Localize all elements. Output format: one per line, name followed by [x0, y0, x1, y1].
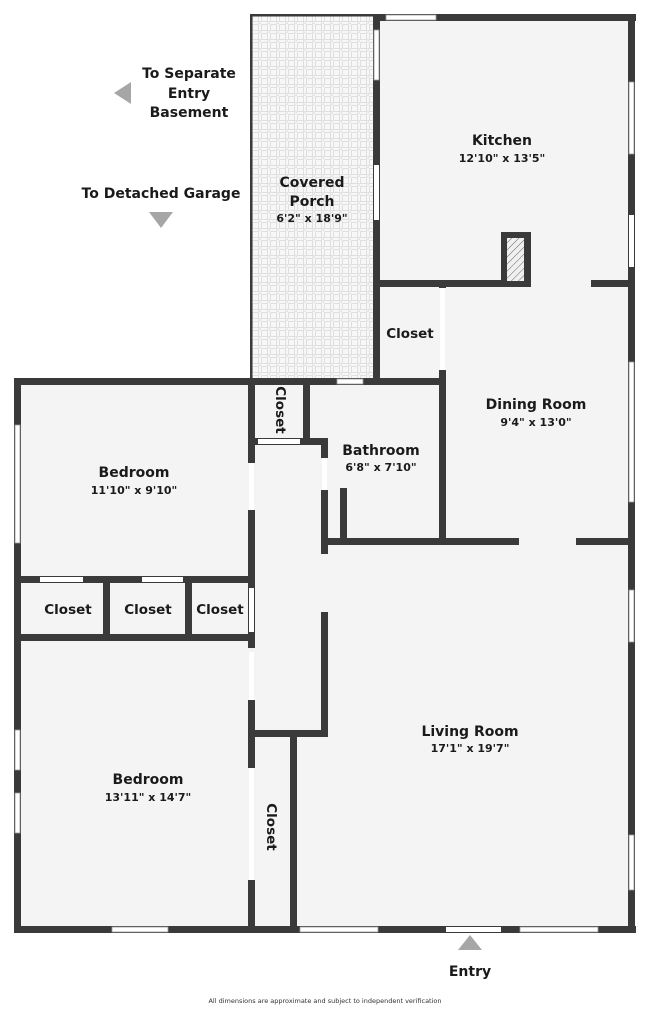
floors — [15, 15, 634, 930]
basement-annotation: To Separate Entry Basement — [142, 66, 236, 121]
room-dimensions: 6'2" x 18'9" — [276, 212, 347, 225]
dining-floor — [442, 285, 634, 545]
room-dimensions: 6'8" x 7'10" — [345, 461, 416, 474]
room-dimensions: 9'4" x 13'0" — [500, 416, 571, 429]
room-closet-hall: Closet — [272, 386, 288, 434]
garage-label: To Detached Garage — [82, 186, 241, 202]
room-dining-room: Dining Room 9'4" x 13'0" — [486, 397, 587, 429]
room-closet-2: Closet — [124, 602, 172, 618]
basement-label-line2: Entry — [168, 86, 210, 102]
room-name: Closet — [44, 602, 92, 618]
room-name: Bedroom — [99, 465, 170, 481]
room-closet-kitchen: Closet — [386, 326, 434, 342]
room-closet-1: Closet — [44, 602, 92, 618]
disclaimer: All dimensions are approximate and subje… — [208, 997, 441, 1005]
basement-label-line3: Basement — [150, 105, 229, 121]
entry-label: Entry — [449, 964, 491, 980]
bedroom1-floor — [15, 380, 252, 580]
triangle-down-icon — [149, 212, 173, 228]
room-bathroom: Bathroom 6'8" x 7'10" — [342, 443, 420, 474]
room-name: Closet — [272, 386, 288, 434]
room-bedroom-1: Bedroom 11'10" x 9'10" — [91, 465, 178, 497]
room-name-line1: Covered — [280, 175, 345, 191]
room-name: Living Room — [421, 724, 518, 740]
room-dimensions: 12'10" x 13'5" — [459, 152, 546, 165]
room-kitchen: Kitchen 12'10" x 13'5" — [459, 133, 546, 165]
room-name: Closet — [263, 803, 279, 851]
room-dimensions: 11'10" x 9'10" — [91, 484, 178, 497]
room-dimensions: 17'1" x 19'7" — [431, 742, 510, 755]
room-name: Bedroom — [113, 772, 184, 788]
room-name: Closet — [386, 326, 434, 342]
triangle-up-icon — [458, 935, 482, 950]
room-covered-porch: Covered Porch 6'2" x 18'9" — [276, 175, 347, 225]
room-living-room: Living Room 17'1" x 19'7" — [421, 724, 518, 755]
windows — [14, 14, 635, 933]
basement-label-line1: To Separate — [142, 66, 236, 82]
living-floor — [290, 540, 634, 930]
room-dimensions: 13'11" x 14'7" — [105, 791, 192, 804]
triangle-left-icon — [114, 82, 131, 104]
room-name: Bathroom — [342, 443, 420, 459]
bedroom2-floor — [15, 640, 252, 930]
room-name: Closet — [196, 602, 244, 618]
room-name-line2: Porch — [289, 194, 334, 210]
room-bedroom-2: Bedroom 13'11" x 14'7" — [105, 772, 192, 804]
room-closet-3: Closet — [196, 602, 244, 618]
porch-floor — [252, 15, 376, 383]
room-closet-bedroom-2: Closet — [263, 803, 279, 851]
room-name: Closet — [124, 602, 172, 618]
closets-floor — [15, 580, 252, 640]
room-name: Dining Room — [486, 397, 587, 413]
closet-kitchen-floor — [376, 285, 442, 383]
room-name: Kitchen — [472, 133, 532, 149]
